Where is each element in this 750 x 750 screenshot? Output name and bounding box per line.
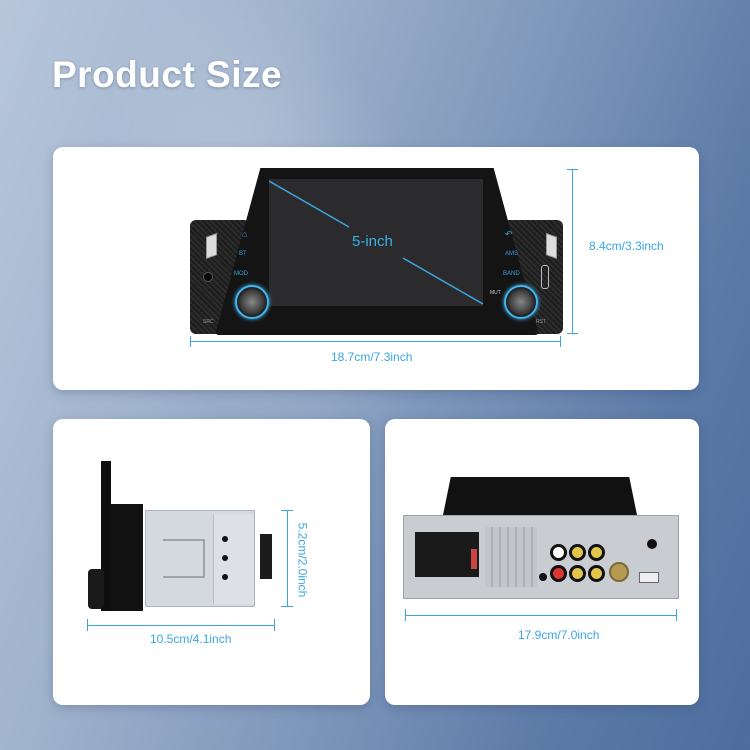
height-dimension-cap-bottom bbox=[567, 333, 578, 334]
side-width-cap-right bbox=[274, 619, 275, 631]
home-icon[interactable]: ⌂ bbox=[242, 229, 248, 239]
rca-yellow-1 bbox=[569, 544, 586, 561]
side-height-line bbox=[287, 510, 288, 607]
side-width-line bbox=[87, 625, 274, 626]
side-hole-1 bbox=[222, 536, 228, 542]
mod-button[interactable]: MOD bbox=[234, 271, 248, 277]
height-label: 8.4cm/3.3inch bbox=[589, 239, 664, 253]
rear-width-line bbox=[405, 615, 677, 616]
antenna-port bbox=[609, 562, 629, 582]
side-front-block bbox=[111, 504, 143, 611]
rca-yellow-3 bbox=[569, 565, 586, 582]
tune-knob[interactable] bbox=[504, 285, 538, 319]
usb-c-port bbox=[541, 265, 549, 289]
rear-width-cap-left bbox=[405, 609, 406, 621]
device-screen: 5-inch bbox=[269, 179, 483, 306]
usb-port-right bbox=[546, 232, 557, 260]
back-icon[interactable]: ↶ bbox=[505, 229, 513, 239]
side-connector bbox=[260, 534, 272, 579]
side-width-label: 10.5cm/4.1inch bbox=[150, 632, 232, 646]
side-height-cap-top bbox=[281, 510, 293, 511]
screen-size-label: 5-inch bbox=[352, 233, 393, 250]
rst-label: RST bbox=[536, 319, 546, 325]
front-view-card: 5-inch ⌂ BT MOD ↶ AMS BAND SRC MUT RST 1… bbox=[53, 147, 699, 390]
volume-knob[interactable] bbox=[235, 285, 269, 319]
width-dimension-cap-left bbox=[190, 336, 191, 347]
height-dimension-cap-top bbox=[567, 169, 578, 170]
aux-port bbox=[203, 272, 213, 282]
diagonal-line-icon bbox=[269, 180, 483, 305]
rca-yellow-4 bbox=[588, 565, 605, 582]
side-width-cap-left bbox=[87, 619, 88, 631]
height-dimension-line bbox=[572, 169, 573, 334]
rear-width-cap-right bbox=[676, 609, 677, 621]
width-dimension-cap-right bbox=[560, 336, 561, 347]
rear-usb-port bbox=[639, 572, 659, 583]
side-height-label: 5.2cm/2.0inch bbox=[295, 522, 310, 598]
rear-top-plate bbox=[443, 477, 637, 515]
width-dimension-line bbox=[190, 341, 561, 342]
side-hole-2 bbox=[222, 555, 228, 561]
iso-fuse bbox=[471, 549, 477, 569]
band-button[interactable]: BAND bbox=[503, 271, 520, 277]
rear-width-label: 17.9cm/7.0inch bbox=[518, 628, 600, 642]
side-view-card: 10.5cm/4.1inch 5.2cm/2.0inch bbox=[53, 419, 370, 705]
side-bracket bbox=[163, 539, 205, 578]
ams-button[interactable]: AMS bbox=[505, 251, 519, 257]
usb-port-left bbox=[206, 232, 217, 260]
rear-view-card: 17.9cm/7.0inch bbox=[385, 419, 699, 705]
rca-red bbox=[550, 565, 567, 582]
iso-connector bbox=[415, 532, 479, 577]
side-chassis-rear bbox=[213, 514, 254, 604]
side-hole-3 bbox=[222, 574, 228, 580]
bt-button[interactable]: BT bbox=[239, 251, 247, 257]
mut-label: MUT bbox=[490, 290, 501, 296]
rca-yellow-2 bbox=[588, 544, 605, 561]
side-faceplate bbox=[101, 461, 111, 611]
gps-port bbox=[644, 536, 660, 552]
heatsink bbox=[485, 527, 537, 587]
side-height-cap-bottom bbox=[281, 606, 293, 607]
rca-white bbox=[550, 544, 567, 561]
side-knob bbox=[88, 569, 104, 609]
mic-port bbox=[539, 573, 547, 581]
page-title: Product Size bbox=[52, 54, 283, 95]
src-label: SRC bbox=[203, 319, 214, 325]
width-label: 18.7cm/7.3inch bbox=[331, 350, 413, 364]
